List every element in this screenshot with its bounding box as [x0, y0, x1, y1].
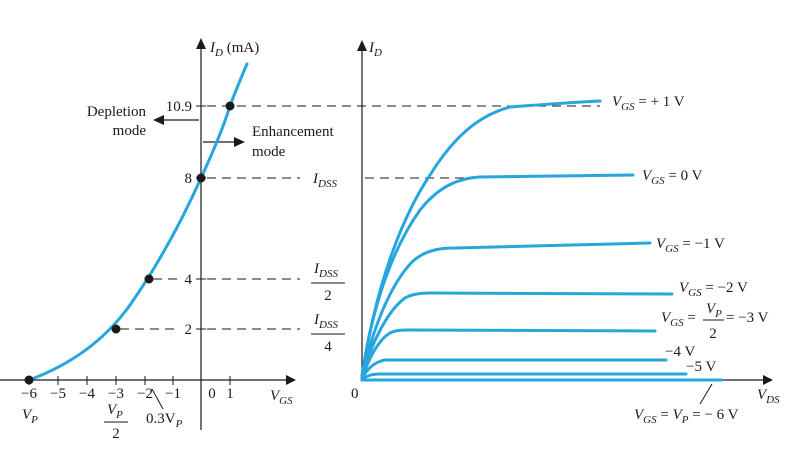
drain-y-axis-label: ID [368, 40, 382, 59]
transfer-y-tick-label: 4 [185, 272, 193, 288]
vp03-label: 0.3VP [146, 411, 183, 430]
enhancement-mode-label: mode [252, 144, 286, 160]
transfer-point [111, 324, 121, 334]
transfer-y-tick-label: 2 [185, 322, 193, 338]
svg-text:IDSS: IDSS [313, 312, 338, 331]
transfer-x-tick-label: 1 [226, 386, 234, 402]
transfer-x-tick-label: −4 [79, 386, 95, 402]
enhancement-mode-label: Enhancement [252, 124, 334, 140]
svg-text:4: 4 [324, 339, 332, 355]
transfer-characteristic: −6 −5 −4 −3 −2 −1 0 1 10.9 8 4 2 ID (mA)… [0, 38, 334, 442]
svg-text:VP: VP [706, 301, 722, 320]
transfer-point [144, 274, 154, 284]
drain-x-arrow [763, 375, 773, 385]
svg-text:= −3 V: = −3 V [726, 310, 769, 326]
curve-label-vgs-minus6: VGS = VP = − 6 V [634, 407, 739, 426]
drain-curve-vgs-0 [360, 173, 635, 378]
depletion-arrowhead [153, 115, 164, 125]
drain-curve-vgs-plus1 [360, 99, 602, 378]
transfer-x-tick-label: 0 [208, 386, 216, 402]
curve-label-vgs-minus4: −4 V [665, 344, 695, 360]
vgs-vp-pointer [699, 383, 713, 405]
curve-label-vgs-minus2: VGS = −2 V [679, 280, 748, 299]
transfer-x-tick-label: −5 [50, 386, 66, 402]
dashed-connectors [120, 105, 600, 330]
vp03-pointer [151, 388, 164, 410]
svg-text:VP: VP [107, 402, 123, 421]
drain-curve-vgs-minus3 [360, 328, 657, 381]
transfer-x-axis-label: VGS [270, 388, 293, 407]
curve-label-vgs-minus3: VGS = VP 2 = −3 V [661, 301, 769, 342]
transfer-y-axis-label: ID (mA) [209, 40, 259, 59]
transfer-point [196, 173, 206, 183]
depletion-mode-label: mode [113, 123, 147, 139]
drain-curve-vgs-minus4 [360, 358, 668, 381]
curve-label-vgs-minus1: VGS = −1 V [656, 236, 725, 255]
drain-characteristics: ID VDS 0 VGS = + 1 V VGS = 0 V VGS = −1 … [351, 40, 780, 426]
curve-label-vgs-0: VGS = 0 V [642, 168, 703, 187]
transfer-x-arrow [286, 375, 296, 385]
drain-curve-vgs-minus1 [360, 241, 652, 380]
transfer-y-arrow [196, 38, 206, 49]
drain-curve-vgs-minus2 [360, 291, 674, 380]
depletion-mode-label: Depletion [87, 104, 147, 120]
idss-half-label: IDSS 2 [311, 261, 345, 304]
svg-text:IDSS: IDSS [313, 261, 338, 280]
drain-x-axis-label: VDS [757, 387, 780, 406]
svg-text:2: 2 [324, 288, 332, 304]
transfer-y-tick-label: 10.9 [166, 99, 192, 115]
transfer-point [24, 375, 34, 385]
transfer-x-tick-label: −3 [108, 386, 124, 402]
drain-y-arrow [357, 40, 367, 51]
svg-text:2: 2 [709, 326, 717, 342]
curve-label-vgs-minus5: −5 V [686, 359, 716, 375]
transfer-y-tick-label: 8 [185, 171, 193, 187]
idss-label: IDSS [312, 171, 337, 190]
svg-text:2: 2 [112, 426, 120, 442]
drain-origin-label: 0 [351, 386, 359, 402]
transfer-x-tick-label: −2 [137, 386, 153, 402]
curve-label-vgs-plus1: VGS = + 1 V [612, 94, 685, 113]
enhancement-arrowhead [234, 137, 245, 147]
transfer-x-tick-label: −6 [21, 386, 37, 402]
transfer-x-tick-label: −1 [165, 386, 181, 402]
vp-label: VP [22, 407, 38, 426]
vp-half-label: VP 2 [104, 402, 128, 442]
svg-text:VGS =: VGS = [661, 310, 696, 329]
idss-quarter-label: IDSS 4 [311, 312, 345, 355]
